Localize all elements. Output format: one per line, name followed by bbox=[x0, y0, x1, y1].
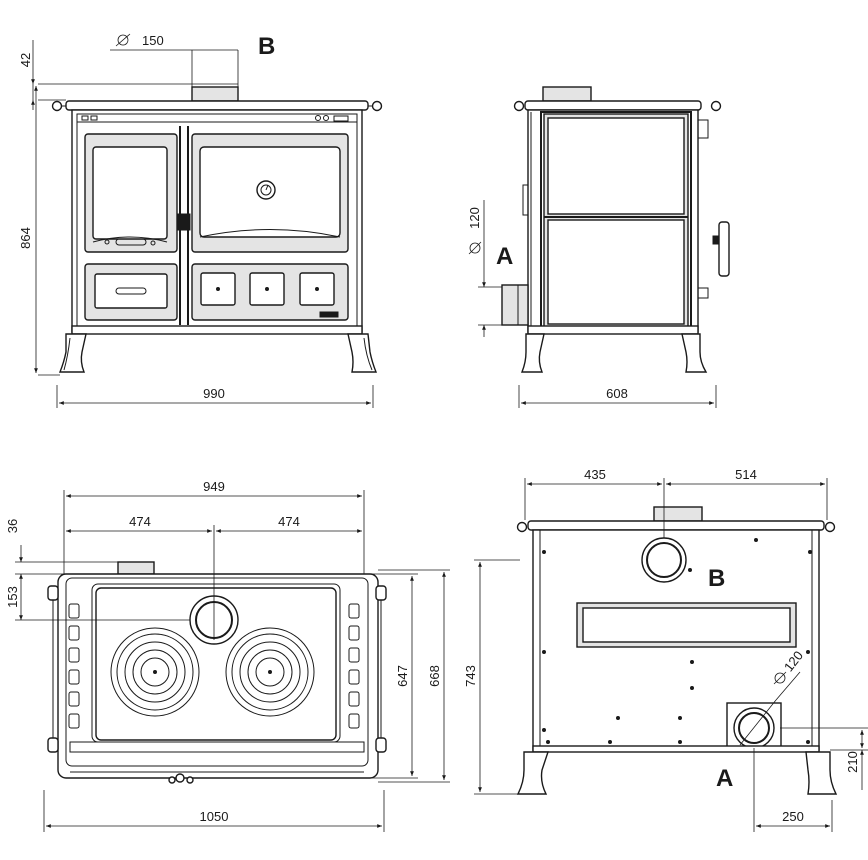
dim-top-collar-offset: 36 bbox=[5, 519, 20, 533]
dim-rear-flue-side: 250 bbox=[782, 809, 804, 824]
rear-leg-left bbox=[516, 751, 549, 795]
ash-drawer bbox=[94, 273, 168, 309]
side-rail-knob-left bbox=[513, 100, 525, 112]
front-dimensions: 42 150 B 864 990 bbox=[18, 33, 374, 408]
dim-rear-flue-height: 210 bbox=[845, 751, 860, 773]
front-rail-knob-left bbox=[51, 100, 63, 112]
side-view bbox=[501, 86, 730, 373]
dim-top-half-right: 474 bbox=[278, 514, 300, 529]
dim-top-depth-inner: 647 bbox=[395, 665, 410, 687]
dim-top-flue-offset: 153 bbox=[5, 586, 20, 608]
oven-handle-latch bbox=[177, 213, 191, 231]
side-leg-left bbox=[520, 333, 545, 373]
dim-top-half-left: 474 bbox=[129, 514, 151, 529]
top-vent-slots-right bbox=[348, 603, 360, 729]
firebox-glass bbox=[92, 146, 168, 240]
top-view bbox=[47, 561, 387, 784]
rear-rail-knob-right bbox=[824, 521, 836, 533]
top-vent-slots-left bbox=[68, 603, 80, 729]
rear-dimensions: 435 514 B 120 743 210 A 250 bbox=[463, 467, 868, 832]
side-rail-knob-right bbox=[710, 100, 722, 112]
dim-side-depth: 608 bbox=[606, 386, 628, 401]
dim-front-flue: 150 bbox=[142, 33, 164, 48]
front-leg-left bbox=[58, 333, 87, 373]
dim-rear-height: 743 bbox=[463, 665, 478, 687]
diameter-symbol-side bbox=[468, 241, 482, 255]
top-dimensions: 949 474 474 36 153 647 668 1050 bbox=[5, 479, 450, 832]
front-rail-knob-right bbox=[371, 100, 383, 112]
rear-rail-knob-left bbox=[516, 521, 528, 533]
dim-top-depth-mid: 668 bbox=[427, 665, 442, 687]
side-leg-right bbox=[681, 333, 708, 373]
rear-leg-right bbox=[805, 751, 838, 795]
dim-front-collar: 42 bbox=[18, 53, 33, 67]
label-rear-a: A bbox=[716, 765, 733, 792]
front-leg-right bbox=[347, 333, 378, 373]
label-front-b: B bbox=[258, 33, 275, 60]
hob-ring-left bbox=[110, 627, 200, 717]
dim-top-overall-width: 1050 bbox=[200, 809, 229, 824]
side-flue-collar bbox=[542, 86, 592, 102]
hob-ring-right bbox=[225, 627, 315, 717]
dim-side-flue: 120 bbox=[467, 207, 482, 229]
side-door-handle bbox=[718, 221, 730, 277]
rear-view bbox=[516, 506, 838, 795]
label-rear-b: B bbox=[708, 565, 725, 592]
dim-front-width: 990 bbox=[203, 386, 225, 401]
dim-rear-right-offset: 514 bbox=[735, 467, 757, 482]
dim-top-total-width: 949 bbox=[203, 479, 225, 494]
dim-rear-left-offset: 435 bbox=[584, 467, 606, 482]
front-view bbox=[51, 86, 383, 373]
front-flue-collar bbox=[191, 86, 239, 102]
diameter-symbol-rear bbox=[773, 671, 787, 685]
rear-flue-b bbox=[641, 537, 687, 583]
dim-front-height: 864 bbox=[18, 227, 33, 249]
side-dimensions: 120 A 608 bbox=[467, 200, 717, 408]
label-side-a: A bbox=[496, 243, 513, 270]
diameter-symbol-front bbox=[115, 33, 131, 47]
side-flue-a bbox=[501, 284, 529, 326]
